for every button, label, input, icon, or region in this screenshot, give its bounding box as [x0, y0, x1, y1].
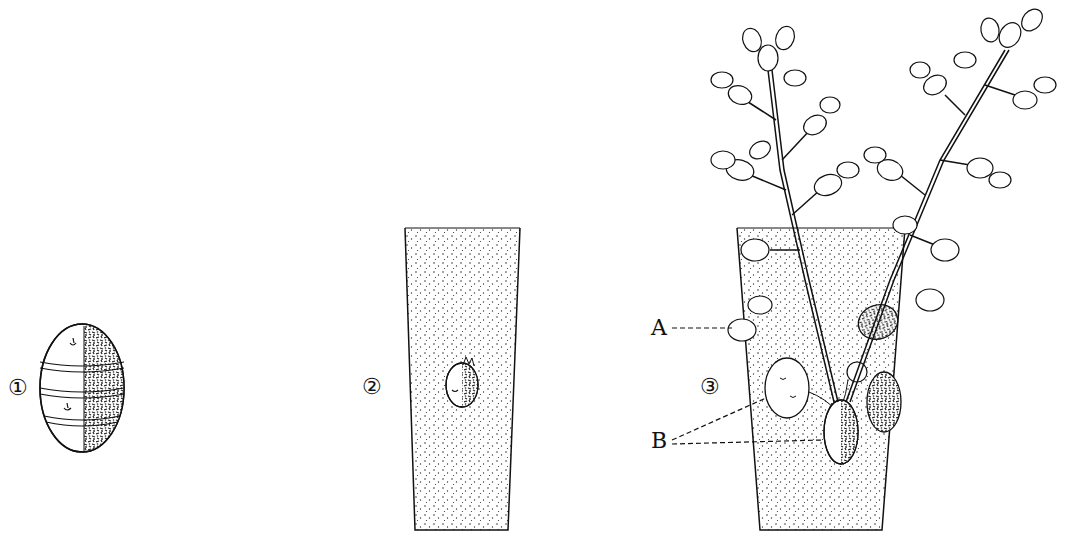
part-label: B: [651, 430, 667, 452]
leaves: [711, 5, 1056, 341]
planted-graft: [446, 357, 478, 407]
stems: [745, 50, 1015, 402]
panel-number: ②: [362, 376, 382, 398]
pot: [737, 228, 905, 530]
pot: [405, 228, 520, 530]
part-label: A: [651, 317, 667, 339]
leader-lines: [672, 328, 822, 444]
panel-number: ①: [8, 377, 28, 399]
grafted-tuber: [40, 324, 124, 452]
panel-number: ③: [700, 376, 720, 398]
